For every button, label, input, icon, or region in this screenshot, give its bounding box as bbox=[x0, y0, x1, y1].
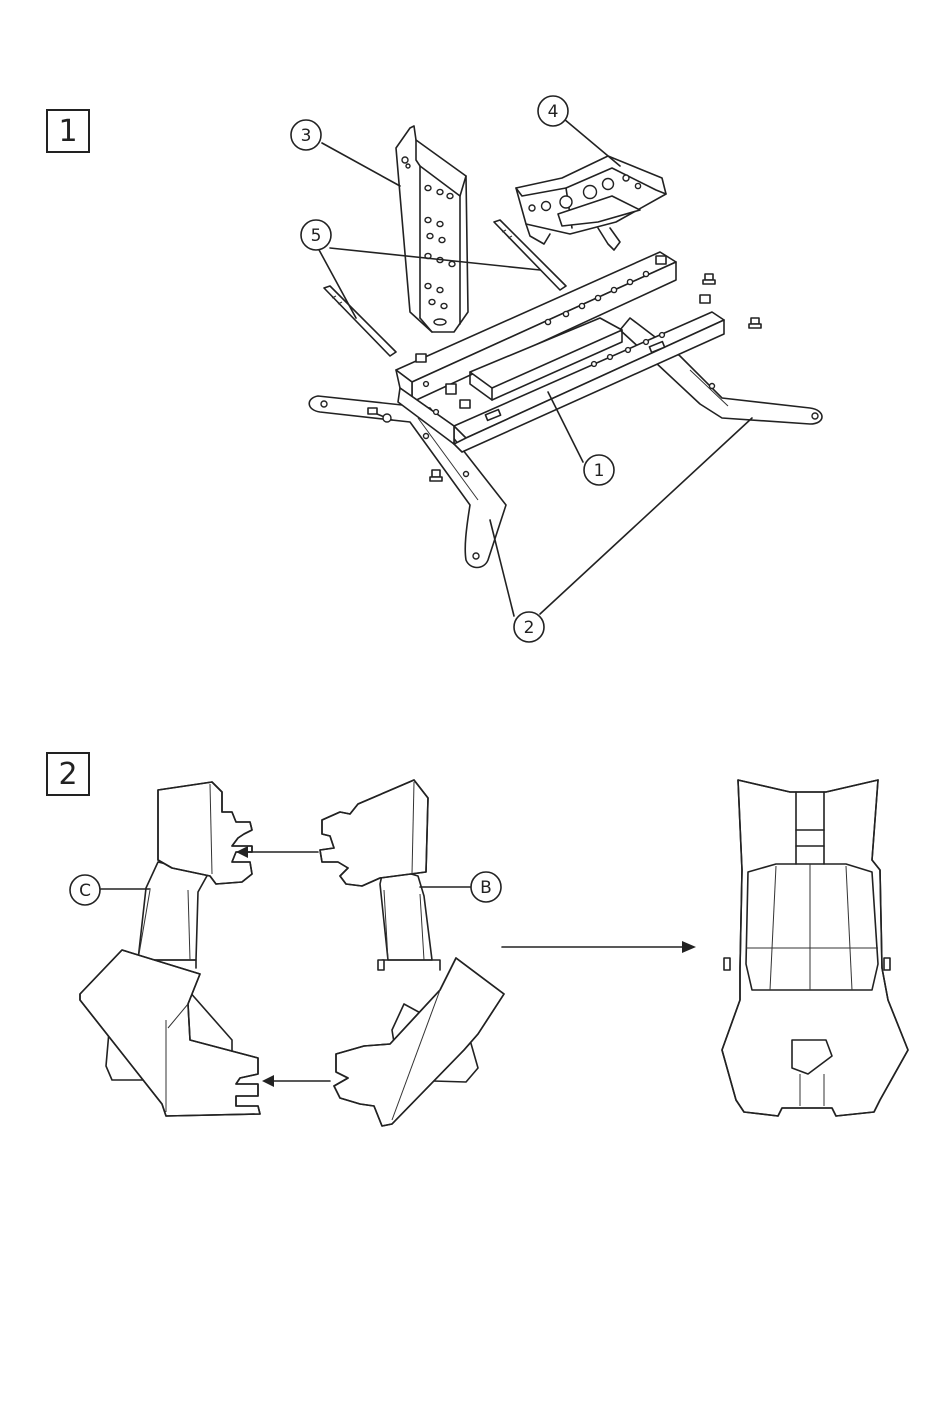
callout-part-1-label: 1 bbox=[594, 461, 605, 481]
callout-part-5-label: 5 bbox=[311, 226, 322, 246]
callout-part-4: 4 bbox=[538, 96, 568, 126]
callout-part-b-label: B bbox=[480, 878, 492, 898]
footrest-left-half bbox=[80, 782, 260, 1116]
callout-part-4-label: 4 bbox=[548, 102, 559, 122]
callout-part-1: 1 bbox=[584, 455, 614, 485]
callout-part-c: C bbox=[70, 875, 100, 905]
result-arrow bbox=[502, 941, 696, 953]
step-1-exploded-view: 3 4 5 1 2 bbox=[291, 96, 822, 642]
footrest-assembled bbox=[722, 780, 908, 1116]
upright-post bbox=[396, 126, 468, 332]
footrest-right-half bbox=[320, 780, 504, 1126]
insert-arrows bbox=[236, 846, 330, 1087]
step-2-assembly-view: C B bbox=[70, 780, 908, 1126]
callout-part-b: B bbox=[471, 872, 501, 902]
callout-part-2-label: 2 bbox=[524, 618, 535, 638]
seat-bracket bbox=[516, 156, 666, 250]
callout-part-2: 2 bbox=[514, 612, 544, 642]
callout-part-3-label: 3 bbox=[301, 126, 312, 146]
callout-part-3: 3 bbox=[291, 120, 321, 150]
callout-part-5: 5 bbox=[301, 220, 331, 250]
callout-part-c-label: C bbox=[79, 881, 91, 901]
